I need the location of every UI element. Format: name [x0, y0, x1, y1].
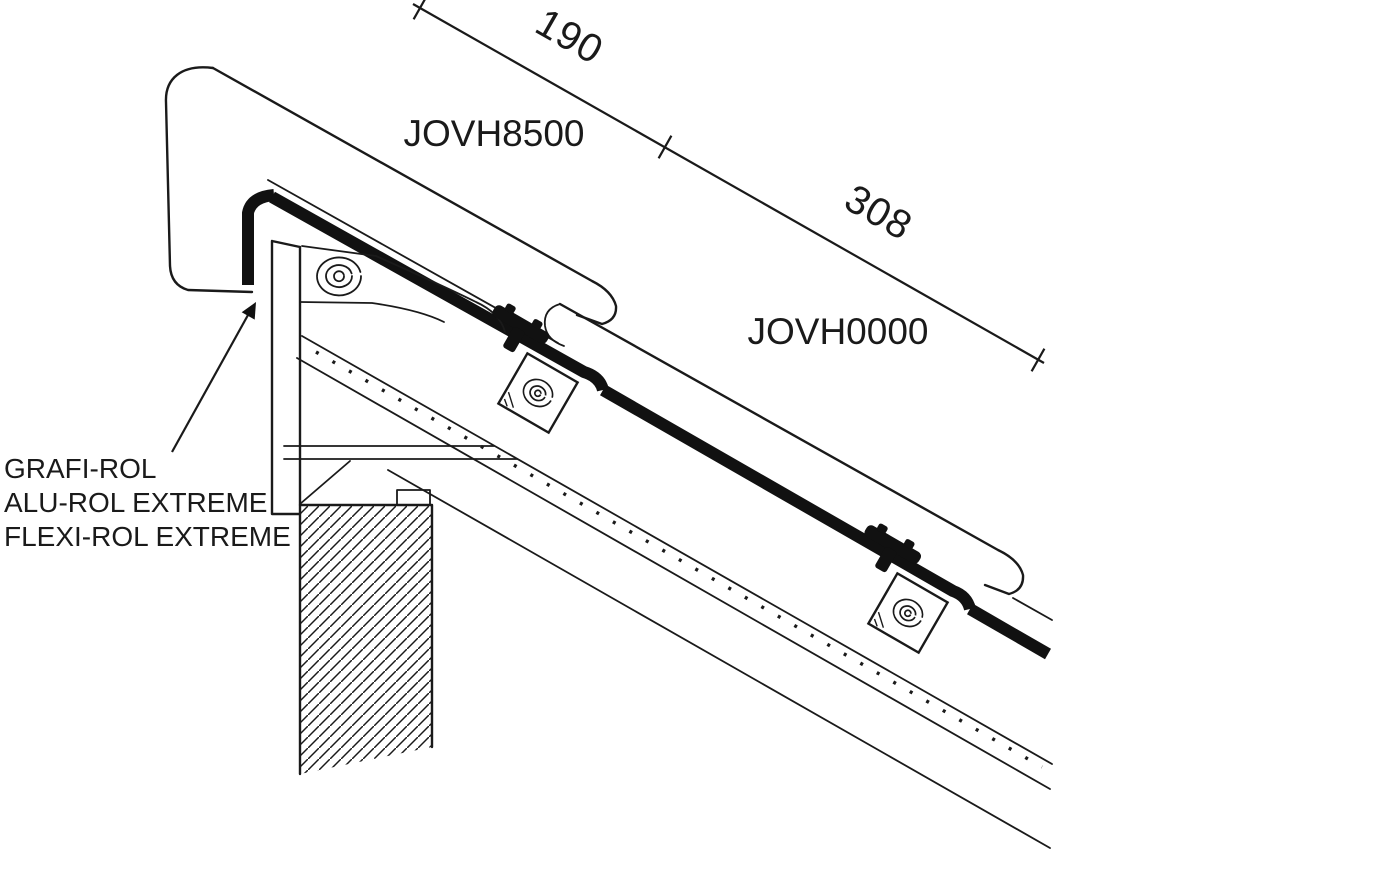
wall-outline: [298, 503, 434, 776]
dimension-line: [412, 3, 1045, 364]
roll-flashing-run-2: [600, 384, 976, 611]
part-label-jovh0000: JOVH0000: [748, 311, 929, 352]
fillet-grain-curl: [316, 256, 362, 297]
fascia-board: [270, 239, 302, 516]
tilting-fillet-bottom: [299, 301, 445, 323]
rafter-underside-line: [387, 469, 1051, 849]
callout-arrowhead-icon: [241, 302, 256, 320]
dimension-tick-end: [1030, 348, 1046, 372]
callout-leader-line: [171, 314, 249, 453]
field-tile-head-curl: [543, 303, 565, 347]
verge-tile-apron: [164, 66, 254, 294]
part-label-jovh8500: JOVH8500: [404, 113, 585, 154]
underlay-line-top: [301, 335, 1053, 765]
sarking-line-bottom: [296, 357, 1051, 790]
next-tile-partial-edge: [1012, 597, 1053, 621]
dimension-tick-start: [412, 0, 426, 20]
roll-flashing-run-1: [269, 191, 609, 392]
dimension-tick-middle: [657, 135, 673, 159]
dimension-value-308: 308: [837, 176, 919, 249]
wall-plate-diagonal: [299, 460, 351, 505]
wall-hatch-fill: [300, 505, 432, 774]
wall-top-notch: [396, 489, 431, 506]
roll-flashing-run-3: [967, 603, 1051, 660]
callout-line-1: GRAFI-ROL: [4, 453, 156, 484]
callout-group: GRAFI-ROL ALU-ROL EXTREME FLEXI-ROL EXTR…: [4, 302, 291, 552]
callout-line-2: ALU-ROL EXTREME: [4, 487, 267, 518]
callout-line-3: FLEXI-ROL EXTREME: [4, 521, 291, 552]
roll-flashing-corner: [242, 189, 275, 285]
field-tile-top-edge: [558, 302, 1025, 596]
underlay-fixing-dots: [315, 350, 1043, 769]
roof-section-drawing: [164, 66, 1053, 849]
verge-tile-top-edge: [211, 66, 618, 326]
dimension-value-190: 190: [528, 0, 610, 73]
